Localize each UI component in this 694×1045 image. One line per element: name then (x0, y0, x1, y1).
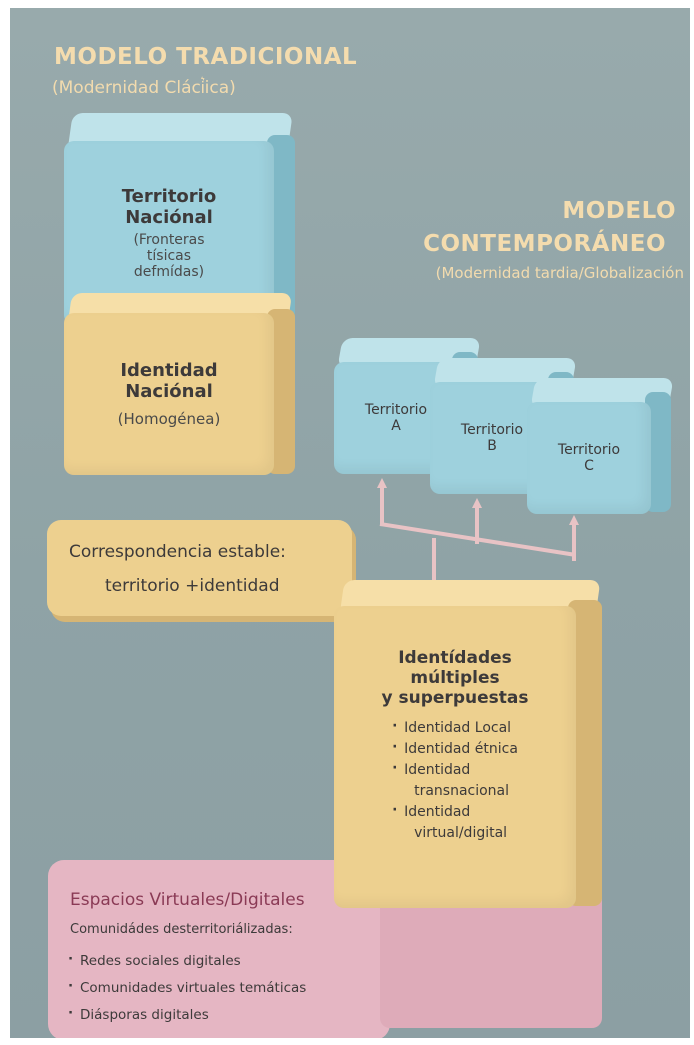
multiple-identities-cube: Identídades múltiples y superpuestas Ide… (332, 580, 604, 910)
correspondence-box: Correspondencia estable: territorio +ide… (47, 520, 352, 616)
territory-national-title-1: Territorio (121, 186, 217, 207)
territory-c-cube: Territorio C (525, 378, 675, 518)
multiple-item: Identidad étnica (392, 737, 518, 760)
multiple-item-cont: virtual/digital (414, 825, 508, 841)
multiple-item: Identidad Local (392, 716, 518, 739)
identity-national-cube: Identidad Naciónal (Homogénea) (62, 293, 297, 478)
multiple-item-cont: transnacional (414, 783, 510, 799)
virtual-list: Redes sociales digitales Comunidades vir… (68, 946, 306, 1029)
contemporary-subtitle: (Modernidad tardia/Globalización (435, 264, 684, 282)
virtual-item: Redes sociales digitales (68, 946, 306, 975)
virtual-title: Espacios Virtuales/Digitales (70, 890, 305, 910)
identity-national-title-2: Naciónal (125, 381, 213, 402)
multiple-item: Identidad (392, 800, 518, 823)
traditional-subtitle: (Modernidad Cláci͛ica) (52, 78, 236, 98)
multiple-title-2: múltiples (410, 668, 500, 688)
territory-national-note-1: (Fronteras (133, 232, 205, 248)
territory-national-cube: Territorio Naciónal (Fronteras tísicas d… (62, 113, 297, 328)
multiple-title-1: Identídades (398, 648, 512, 668)
territory-national-note-3: defmídas) (133, 264, 205, 280)
territory-a-line1: Territorio (364, 402, 428, 418)
contemporary-title-2: CONTEMPORÁNEO (423, 231, 666, 257)
virtual-item: Comunidades virtuales temáticas (68, 973, 306, 1002)
diagram-frame: MODELO TRADICIONAL (Modernidad Cláci͛ica… (10, 8, 690, 1038)
territory-c-line1: Territorio (557, 442, 621, 458)
territory-c-line2: C (584, 458, 594, 474)
identity-national-note: (Homogénea) (117, 410, 221, 428)
multiple-title-3: y superpuestas (381, 688, 529, 708)
correspondence-line2: territorio +identidad (105, 576, 280, 596)
traditional-title: MODELO TRADICIONAL (54, 44, 358, 70)
territory-b-line2: B (487, 438, 497, 454)
multiple-list: Identidad Local Identidad étnica Identid… (392, 716, 518, 844)
virtual-spaces-block: Espacios Virtuales/Digitales Comunidádes… (48, 860, 390, 1038)
multiple-item: Identidad (392, 758, 518, 781)
virtual-subtitle: Comunidádes desterritoriálizadas: (70, 922, 293, 937)
territory-a-line2: A (391, 418, 401, 434)
territory-national-note-2: tísicas (146, 248, 192, 264)
territory-b-line1: Territorio (460, 422, 524, 438)
territory-national-title-2: Naciónal (125, 207, 213, 228)
contemporary-title-1: MODELO (562, 198, 676, 224)
correspondence-line1: Correspondencia estable: (69, 542, 286, 562)
identity-national-title-1: Identidad (120, 360, 218, 381)
virtual-item: Diásporas digitales (68, 1000, 306, 1029)
